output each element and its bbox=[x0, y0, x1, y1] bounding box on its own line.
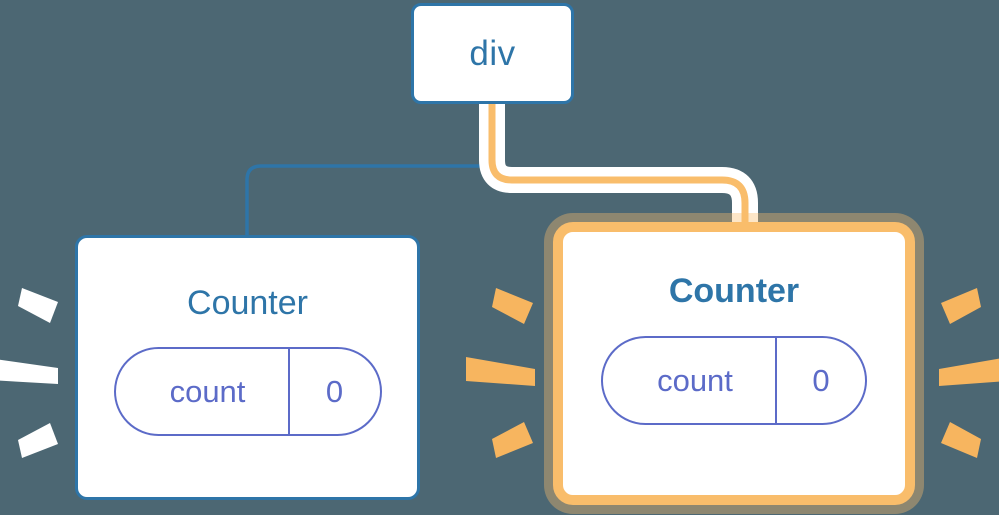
sparkle-right-of-counter-right bbox=[939, 288, 999, 458]
edge-div-to-counter-left bbox=[245, 102, 494, 239]
sparkle-ray-icon bbox=[466, 357, 535, 386]
prop-pill-right[interactable]: count 0 bbox=[601, 336, 867, 425]
sparkle-ray-icon bbox=[492, 288, 533, 324]
sparkle-ray-icon bbox=[939, 358, 999, 386]
sparkle-ray-icon bbox=[941, 288, 981, 324]
edge-div-to-counter-right bbox=[488, 104, 749, 232]
node-label-counter-right: Counter bbox=[668, 272, 800, 310]
root-div-node[interactable]: div bbox=[411, 3, 574, 104]
counter-node-right[interactable]: Counter count 0 bbox=[553, 222, 915, 505]
prop-value-right: 0 bbox=[812, 363, 830, 398]
prop-pill-left[interactable]: count 0 bbox=[113, 347, 382, 436]
prop-value-left: 0 bbox=[325, 374, 344, 409]
edge-div-to-counter-right-halo bbox=[479, 104, 758, 232]
sparkle-ray-icon bbox=[0, 359, 58, 384]
sparkle-ray-icon bbox=[18, 288, 58, 323]
prop-key-right: count bbox=[657, 363, 733, 398]
sparkle-ray-icon bbox=[492, 422, 533, 458]
counter-node-left[interactable]: Counter count 0 bbox=[75, 235, 420, 500]
node-label-counter-left: Counter bbox=[187, 284, 308, 322]
node-label-div: div bbox=[469, 34, 516, 73]
sparkle-ray-icon bbox=[941, 422, 981, 458]
prop-divider bbox=[287, 349, 290, 434]
prop-divider bbox=[775, 338, 777, 423]
sparkle-left-of-counter-left bbox=[0, 288, 58, 458]
sparkle-ray-icon bbox=[18, 423, 58, 458]
sparkle-right-of-counter-left bbox=[466, 288, 535, 458]
prop-key-left: count bbox=[169, 374, 246, 409]
